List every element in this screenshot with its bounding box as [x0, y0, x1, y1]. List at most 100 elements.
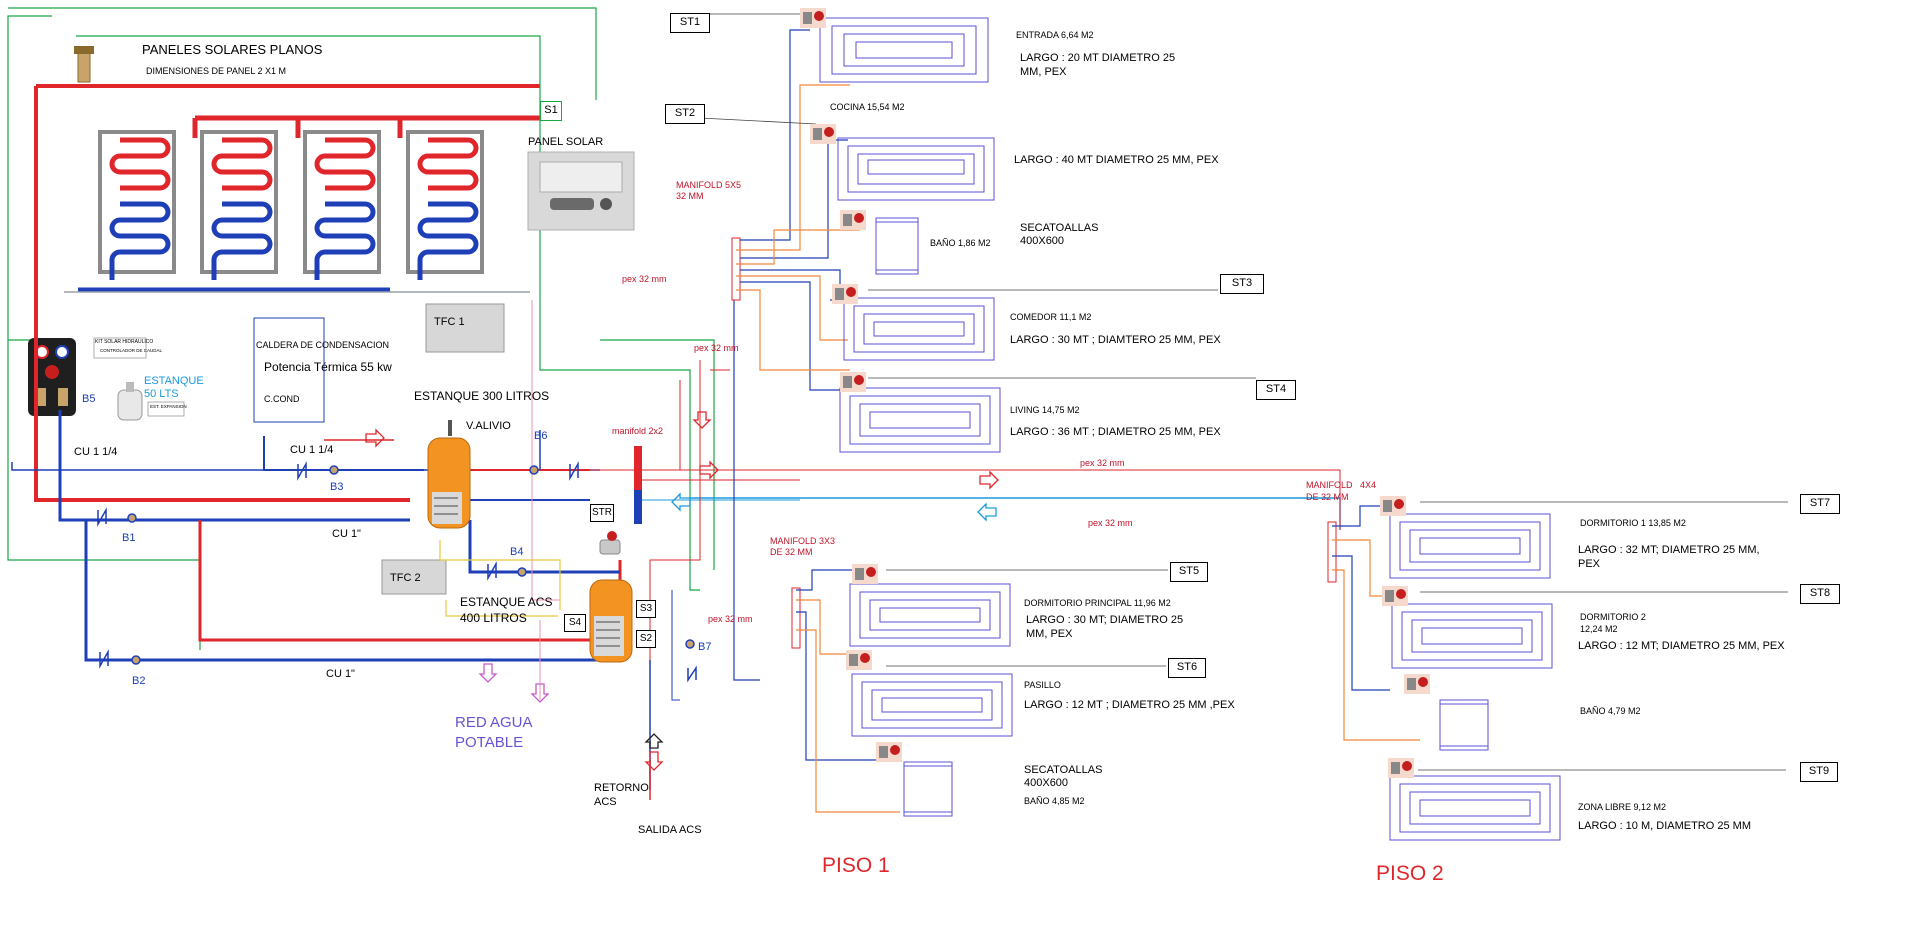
tfc-2-label: TFC 2	[390, 572, 421, 584]
pump-b6: B6	[534, 430, 548, 442]
manifold-5x5	[731, 237, 741, 301]
radiant-coil-entrada	[819, 17, 989, 83]
room-cocina-l: LARGO : 40 MT DIAMETRO 25 MM, PEX	[1014, 154, 1219, 166]
room-living-l: LARGO : 36 MT ; DIAMETRO 25 MM, PEX	[1010, 426, 1221, 438]
tfc-1-label: TFC 1	[434, 316, 465, 328]
solar-panel-array	[34, 46, 540, 320]
room-zona-l: LARGO : 10 M, DIAMETRO 25 MM	[1578, 820, 1751, 832]
pump-b1: B1	[122, 532, 136, 544]
sensor-s1: S1	[540, 101, 562, 121]
floor-2-label: PISO 2	[1376, 862, 1444, 885]
small-tank-label-2: 50 LTS	[144, 388, 179, 400]
buffer-tank-300l	[427, 420, 471, 529]
radiant-coil-living	[839, 387, 1001, 453]
pump-b5: B5	[82, 393, 96, 405]
retorno-1: RETORNO	[594, 782, 649, 794]
dhw-tank-400l	[589, 531, 633, 663]
room-dprin-l1: LARGO : 30 MT; DIAMETRO 25	[1026, 614, 1184, 626]
radiant-coil-cocina	[837, 137, 995, 201]
retorno-2: ACS	[594, 796, 617, 808]
pump-b3: B3	[330, 481, 344, 493]
thermostat-st1: ST1	[670, 13, 710, 33]
pipe-cu1-a: CU 1"	[332, 528, 361, 540]
radiant-coil-dormitorio-2	[1391, 603, 1553, 669]
room-d2-2: 12,24 M2	[1580, 624, 1618, 634]
sensor-str: STR	[590, 504, 614, 522]
room-d2-1: DORMITORIO 2	[1580, 612, 1646, 622]
thermostat-st4: ST4	[1256, 380, 1296, 400]
towel-rail-bano2	[903, 761, 953, 817]
small-tank-label-1: ESTANQUE	[144, 375, 204, 387]
pex-2: pex 32 mm	[694, 343, 739, 353]
radiant-coil-comedor	[843, 297, 995, 361]
kit-sub: CONTROLADOR DE CAUDAL	[100, 348, 163, 353]
room-d1: DORMITORIO 1 13,85 M2	[1580, 518, 1686, 528]
pex-3: pex 32 mm	[1080, 458, 1125, 468]
sensor-s2: S2	[636, 630, 656, 648]
room-d1-l2: PEX	[1578, 558, 1601, 570]
pex-1: pex 32 mm	[622, 274, 667, 284]
tfc-1-box	[425, 303, 505, 353]
radiant-coil-zona-libre	[1389, 775, 1561, 841]
tfc-2-box	[381, 559, 447, 595]
room-entrada-l1: LARGO : 20 MT DIAMETRO 25	[1020, 52, 1176, 64]
room-bano3: BAÑO 4,79 M2	[1580, 706, 1641, 716]
salida-acs: SALIDA ACS	[638, 824, 702, 836]
manifold-2x2-label: manifold 2x2	[612, 426, 664, 436]
manifold-2x2-blue	[634, 490, 642, 524]
solar-dims: DIMENSIONES DE PANEL 2 X1 M	[146, 66, 287, 76]
condensing-boiler	[253, 317, 325, 423]
red-agua-1: RED AGUA	[455, 714, 533, 731]
manifold-3x3-label-1: MANIFOLD 3X3	[770, 536, 836, 546]
red-agua-2: POTABLE	[455, 734, 524, 751]
thermostat-st8: ST8	[1800, 584, 1840, 604]
room-dprin: DORMITORIO PRINCIPAL 11,96 M2	[1024, 598, 1171, 608]
boiler-ccond: C.COND	[264, 394, 300, 404]
pipe-cu114-b: CU 1 1/4	[290, 444, 334, 456]
thermostat-st6: ST6	[1168, 658, 1206, 678]
manifold-3x3-label-2: DE 32 MM	[770, 547, 813, 557]
room-seca2-2: 400X600	[1024, 777, 1069, 789]
room-seca1-1: SECATOALLAS	[1020, 222, 1099, 234]
sensor-s4: S4	[564, 614, 586, 632]
manifold-4x4-label-1b: 4X4	[1360, 480, 1377, 490]
solar-pump-station	[28, 338, 76, 416]
room-bano1: BAÑO 1,86 M2	[930, 238, 991, 248]
manifold-4x4-label-1: MANIFOLD	[1306, 480, 1353, 490]
room-comedor: COMEDOR 11,1 M2	[1010, 312, 1092, 322]
sensor-s3: S3	[636, 600, 656, 618]
thermostat-st2: ST2	[665, 104, 705, 124]
thermostat-st7: ST7	[1800, 494, 1840, 514]
pipe-cu1-b: CU 1"	[326, 668, 355, 680]
pump-valve-symbols	[97, 461, 697, 683]
room-entrada-l2: MM, PEX	[1020, 66, 1067, 78]
room-seca2-1: SECATOALLAS	[1024, 764, 1103, 776]
kit-label: KIT SOLAR HIDRAULICO	[95, 339, 154, 345]
manifold-3x3	[791, 587, 801, 649]
pex-4: pex 32 mm	[1088, 518, 1133, 528]
thermostat-st9: ST9	[1800, 762, 1838, 782]
pipe-cu114-a: CU 1 1/4	[74, 446, 118, 458]
room-cocina: COCINA 15,54 M2	[830, 102, 905, 112]
solar-title: PANELES SOLARES PLANOS	[142, 42, 323, 57]
floor1-distribution	[736, 29, 1420, 813]
tank300-valve: V.ALIVIO	[466, 420, 511, 432]
room-zona: ZONA LIBRE 9,12 M2	[1578, 802, 1667, 812]
flow-arrows	[365, 411, 999, 771]
room-seca1-2: 400X600	[1020, 235, 1065, 247]
radiant-coil-dorm-principal	[849, 583, 1011, 647]
thermostat-leaders	[699, 13, 1788, 771]
pump-b2: B2	[132, 675, 146, 687]
room-pasillo: PASILLO	[1024, 680, 1061, 690]
radiant-coil-pasillo	[851, 673, 1013, 737]
expansion-tank-50l	[117, 382, 143, 421]
solar-controller-device	[527, 151, 635, 231]
pump-b7: B7	[698, 641, 712, 653]
main-piping	[11, 240, 1341, 800]
boiler-title: CALDERA DE CONDENSACION	[256, 340, 390, 350]
exp-label: EST. EXPANSION	[150, 404, 187, 409]
manifold-4x4	[1327, 521, 1337, 583]
thermostat-st3: ST3	[1220, 274, 1264, 294]
room-dprin-l2: MM, PEX	[1026, 628, 1073, 640]
room-pasillo-l: LARGO : 12 MT ; DIAMETRO 25 MM ,PEX	[1024, 699, 1235, 711]
